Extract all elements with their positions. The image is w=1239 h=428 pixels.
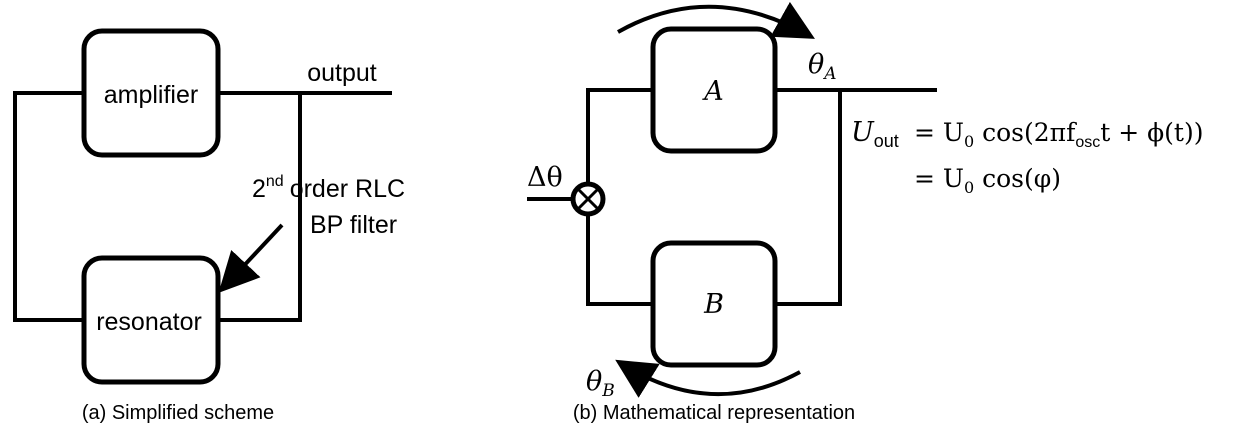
amplifier-label: amplifier: [104, 81, 198, 109]
panel-b: A B θA θB Δθ Uout = U0 cos(2πfosct + ϕ(t…: [527, 1, 1203, 424]
theta-b-arc-arrow: [615, 359, 801, 398]
eq1-pre: = U: [914, 118, 964, 147]
filter-note-line1: 2nd order RLC: [252, 173, 405, 203]
equation-lhs-symbol: U: [851, 117, 875, 148]
filter-note-superscript: nd: [266, 173, 284, 190]
right-return-wire: [775, 90, 842, 306]
filter-note-line2: BP filter: [310, 211, 397, 239]
equation-lhs: Uout: [851, 117, 899, 151]
eq2-pre: = U: [914, 164, 964, 193]
filter-note-line1-rest: order RLC: [290, 175, 405, 203]
eq1-sub0: 0: [964, 132, 974, 151]
bottom-left-wire: [586, 214, 653, 306]
eq1-mid: cos(2πf: [974, 118, 1077, 147]
resonator-label: resonator: [96, 308, 202, 336]
theta-b-label: θB: [586, 366, 615, 401]
eq1-post: t + ϕ(t)): [1100, 118, 1203, 147]
output-equation: Uout = U0 cos(2πfosct + ϕ(t)) = U0 cos(φ…: [851, 117, 1203, 197]
delta-theta-label: Δθ: [527, 162, 563, 193]
theta-a-sub: A: [822, 64, 836, 84]
block-b-label: B: [703, 289, 724, 320]
amplifier-block: [81, 28, 221, 158]
left-feedback-wire: [13, 91, 84, 322]
equation-lhs-sub: out: [874, 131, 899, 151]
eq1-sub-osc: osc: [1075, 134, 1100, 151]
block-a-label: A: [701, 76, 724, 107]
theta-b-sub: B: [601, 381, 615, 401]
eq2-post: cos(φ): [974, 164, 1061, 193]
equation-line1: = U0 cos(2πfosct + ϕ(t)): [914, 118, 1203, 151]
block-a: [650, 26, 778, 154]
output-label: output: [307, 59, 377, 87]
panel-b-wires: [527, 88, 937, 306]
caption-b: (b) Mathematical representation: [573, 402, 855, 424]
right-feedback-wire: [218, 93, 302, 322]
caption-a: (a) Simplified scheme: [82, 402, 274, 424]
top-left-wire: [586, 88, 653, 184]
eq2-sub0: 0: [964, 178, 974, 197]
theta-a-symbol: θ: [808, 49, 824, 80]
resonator-block: [81, 255, 221, 385]
equation-line2: = U0 cos(φ): [914, 164, 1061, 197]
theta-a-arc-arrow: [617, 1, 815, 39]
mixer-cross-2: [575, 186, 601, 212]
panel-a-wires: [13, 91, 392, 322]
filter-note-base: 2: [252, 175, 266, 203]
block-b: [650, 240, 778, 368]
theta-b-symbol: θ: [586, 366, 602, 397]
theta-a-label: θA: [808, 49, 837, 84]
filter-pointer-arrow: [218, 223, 284, 293]
mixer-symbol: [570, 181, 606, 217]
